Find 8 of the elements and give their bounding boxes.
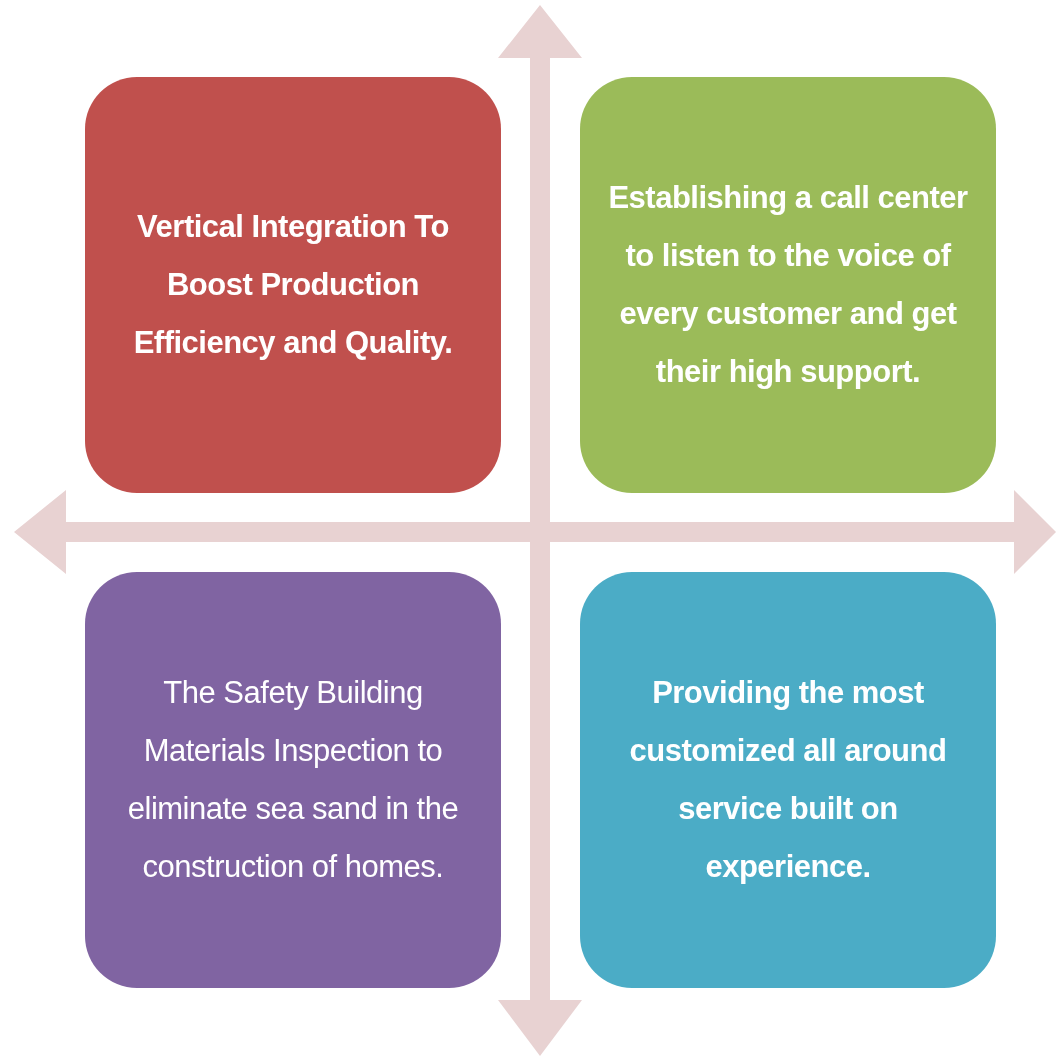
- box-text: Providing the most customized all around service built on experience.: [628, 674, 948, 886]
- box-text: Establishing a call center to listen to the voice of every customer and get their high support.: [608, 179, 968, 391]
- rounded-box: [85, 77, 501, 493]
- box-text: The Safety Building Materials Inspection to eliminate sea sand in the construction of homes.: [126, 674, 460, 886]
- rounded-box: [85, 572, 501, 988]
- rounded-box: [580, 77, 996, 493]
- box-text: Vertical Integration To Boost Production Efficiency and Quality.: [132, 208, 454, 362]
- rounded-box: [580, 572, 996, 988]
